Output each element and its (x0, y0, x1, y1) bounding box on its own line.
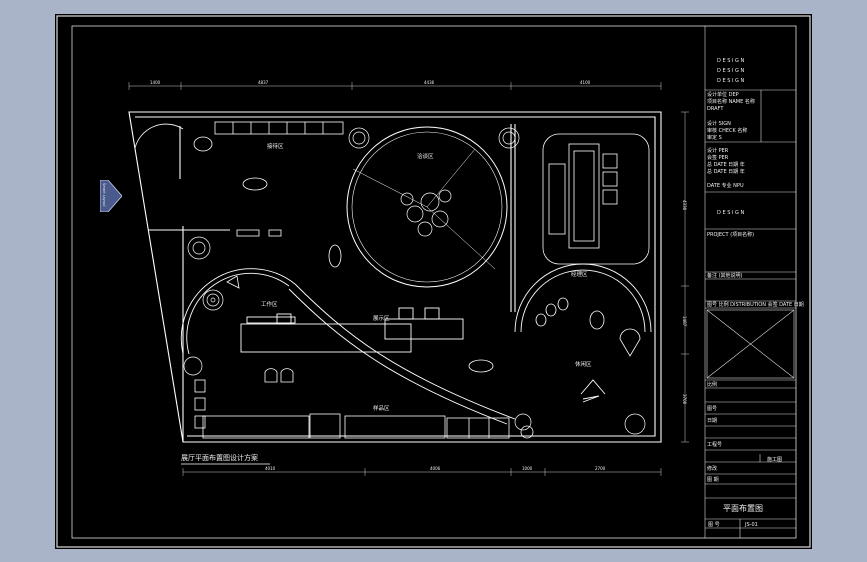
floor-plan-drawing: D E S I G N D E S I G N D E S I G N 设计单位… (56, 15, 811, 548)
tb-sheet-label-2: 施工图 (767, 456, 782, 463)
room-label-boss: 经理区 (571, 270, 588, 278)
room-label-meeting: 洽谈区 (417, 152, 434, 160)
tb-sheet-no: JS-01 (744, 522, 758, 528)
room-label-sample: 样品区 (373, 404, 390, 412)
tb-design-row: D E S I G N (717, 78, 744, 84)
tb-info-row: DATE 专业 NPU (707, 182, 744, 189)
tb-info-row: 项目名称 NAME 名称 (707, 98, 755, 105)
cad-viewport[interactable]: D E S I G N D E S I G N D E S I G N 设计单位… (55, 14, 812, 549)
tb-list-row: 图号 (707, 406, 717, 412)
tb-info-row: 审定 S (707, 134, 722, 141)
cabinets-top (214, 121, 344, 237)
tb-list-row: 比例 (707, 381, 717, 388)
dim-right: 4330 (682, 200, 687, 211)
bottom-counter (194, 379, 510, 439)
outer-frame (56, 15, 811, 548)
furniture-chairs (193, 136, 641, 439)
tb-design-row: D E S I G N (717, 58, 744, 64)
tb-info-row: 总 DATE 日期 年 (707, 161, 745, 168)
dim-bottom: 1000 (522, 466, 533, 471)
tb-info-row: 审核 CHECK 名称 (707, 127, 747, 134)
room-labels: 接待区 洽谈区 工作区 展示区 样品区 经理区 休闲区 (261, 142, 592, 412)
dim-bottom: 2700 (595, 466, 606, 471)
dim-top: 1400 (150, 80, 161, 85)
tb-info-row: 设计 PER (707, 147, 729, 154)
dim-top: 4100 (580, 80, 591, 85)
title-block (704, 26, 796, 538)
tb-info-row: 设计 SIGN (707, 120, 731, 127)
title-block-info: 设计单位 DEP 项目名称 NAME 名称 DRAFT 设计 SIGN 审核 C… (707, 91, 804, 528)
view-cube-tab[interactable]: Smart Layout (100, 180, 122, 212)
tb-stamp-label: 图号 比例 DISTRIBUTION 会签 DATE 日期 (707, 301, 804, 308)
walls (128, 111, 662, 443)
dimension-lines (128, 82, 689, 476)
tb-design-row: D E S I G N (717, 68, 744, 74)
lower-right-room (514, 263, 652, 403)
dim-right: 1487 (682, 316, 687, 327)
tb-info-row: 总 DATE 日期 年 (707, 168, 745, 175)
tb-list-row: 修改 (707, 465, 717, 472)
plants (183, 127, 646, 435)
dim-right: 3700 (682, 394, 687, 405)
dim-bottom: 4006 (430, 466, 441, 471)
dim-top: 4837 (258, 80, 269, 85)
round-meeting-room (346, 126, 508, 288)
tb-list-row: 工程号 (707, 441, 722, 448)
tb-sheet-title: 平面布置图 (723, 503, 763, 513)
tb-info-row: 设计单位 DEP (707, 91, 739, 98)
room-label-leisure: 休闲区 (575, 360, 592, 368)
tb-info-row: 会签 PER (707, 154, 729, 161)
tb-project-label: PROJECT (项目名称) (707, 231, 754, 238)
inner-frame (71, 25, 797, 539)
tb-sheet-no-label: 图 号 (708, 522, 720, 528)
work-area-curves (180, 268, 516, 425)
plan-title: 展厅平面布置图设计方案 (181, 453, 258, 462)
dimension-labels: 1400 4837 4436 4100 4010 4006 1000 2700 … (150, 80, 687, 471)
tb-list-row: 日期 (707, 418, 717, 424)
dim-bottom: 4010 (265, 466, 276, 471)
tb-sub-label: 备注 (其他说明) (707, 272, 743, 279)
room-label-office: 工作区 (261, 300, 278, 308)
room-label-reception: 接待区 (267, 142, 284, 150)
tb-design-mark: D E S I G N (717, 210, 744, 216)
room-label-display: 展示区 (373, 315, 390, 322)
nav-tab-label: Smart Layout (102, 183, 106, 207)
arrow-right-icon (100, 180, 122, 212)
tb-list-row: 图 期 (707, 477, 719, 483)
tb-info-row: DRAFT (707, 106, 724, 112)
title-block-design-rows: D E S I G N D E S I G N D E S I G N (717, 58, 744, 84)
dim-top: 4436 (424, 80, 435, 85)
lounge-sofa (542, 133, 650, 265)
entrance-arc (134, 123, 184, 149)
